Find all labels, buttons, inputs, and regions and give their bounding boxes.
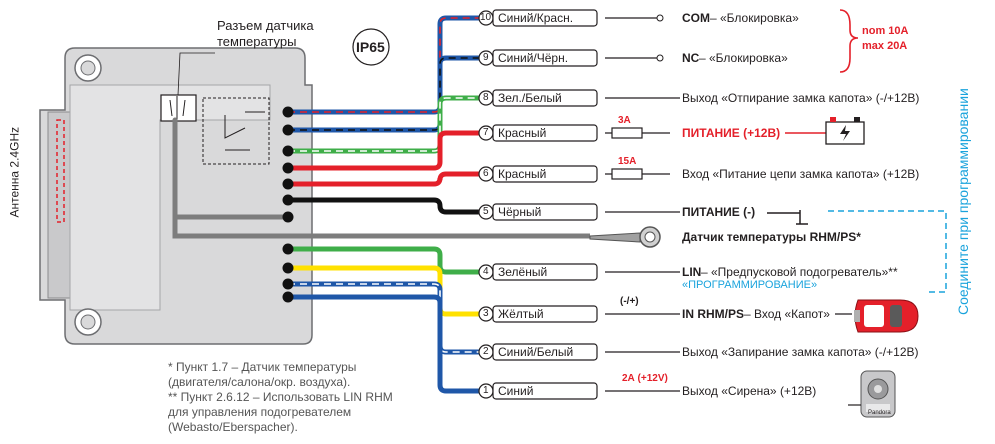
wire-label: Синий: [498, 384, 534, 398]
function-line-6: [605, 168, 670, 180]
function-text-2: «ПРОГРАММИРОВАНИЕ»: [682, 279, 818, 291]
wire-label-tag: [492, 9, 598, 27]
wire-label: Жёлтый: [498, 307, 544, 321]
wire-number: 10: [480, 12, 492, 23]
antenna-label: Антенна 2.4GHz: [7, 126, 22, 218]
wire-label: Чёрный: [498, 205, 542, 219]
function-text: ПИТАНИЕ (-): [682, 205, 756, 219]
wire-label: Синий/Красн.: [498, 11, 574, 25]
wires: [172, 9, 598, 400]
wire-number: 6: [483, 168, 489, 179]
function-line-9: [605, 54, 664, 62]
function-text: Выход «Запирание замка капота» (-/+12В): [682, 345, 919, 359]
wire-label: Синий/Чёрн.: [498, 51, 569, 65]
wire-number: 9: [483, 52, 489, 63]
function-name: COM: [682, 11, 710, 25]
wire-number: 2: [483, 346, 489, 357]
function-detail: – «Блокировка»: [699, 51, 788, 65]
wire-number: 4: [483, 266, 489, 277]
wire-label-tag: [492, 49, 598, 67]
function-line-10: [605, 14, 664, 22]
function-lines: [605, 14, 852, 392]
wire-label: Красный: [498, 126, 547, 140]
wire-6: [282, 165, 598, 190]
fuse: [611, 168, 643, 180]
function-name: NC: [682, 51, 700, 65]
footnote-line-3: ** Пункт 2.6.12 – Использовать LIN RHM: [168, 390, 393, 404]
wire-number: 5: [483, 206, 489, 217]
ip65-badge: [352, 28, 390, 66]
relay-max: max 20A: [862, 40, 908, 52]
wire-8: [282, 89, 598, 157]
wire-1: [282, 291, 598, 400]
wire-label-tag: [492, 124, 598, 142]
wire-10: [282, 9, 598, 118]
wire-note: (-/+): [620, 296, 639, 307]
wire-label: Красный: [498, 167, 547, 181]
function-name: IN RHM/PS: [682, 307, 745, 321]
siren-brand: Pandora: [868, 410, 891, 416]
wire-label: Зелёный: [498, 265, 548, 279]
wire-number: 3: [483, 308, 489, 319]
wire-label: Зел./Белый: [498, 91, 562, 105]
wire-4: [282, 243, 598, 281]
wire-label-tag: [492, 343, 598, 361]
sensor-function: Датчик температуры RHM/PS*: [682, 230, 861, 244]
antenna-element: [56, 119, 65, 223]
wire-5: [282, 194, 598, 221]
relay-bracket: [839, 9, 859, 73]
wire-label-tag: [492, 165, 598, 183]
footnote-line-2: (двигателя/салона/окр. воздуха).: [168, 375, 351, 389]
footnote-line-1: * Пункт 1.7 – Датчик температуры: [168, 360, 357, 374]
temp-sensor-connector: [160, 94, 197, 122]
function-detail: – Вход «Капот»: [744, 307, 830, 321]
programming-note: Соедините при программировании: [955, 88, 971, 315]
fuse-rating: 15A: [618, 156, 637, 167]
footnote-line-5: (Webasto/Eberspacher).: [168, 420, 298, 434]
wire-number: 7: [483, 127, 489, 138]
footnote-line-4: для управления подогревателем: [168, 405, 352, 419]
wire-label-tag: [492, 89, 598, 107]
function-detail: – «Блокировка»: [710, 11, 799, 25]
wire-number: 8: [483, 92, 489, 103]
siren-icon: [848, 370, 896, 418]
ip65-text: IP65: [356, 39, 385, 55]
wire-label-tag: [492, 203, 598, 221]
function-name: LIN: [682, 265, 702, 279]
function-text: ПИТАНИЕ (+12В): [682, 126, 781, 140]
relay-box: [202, 97, 270, 165]
wire-label-tag: [492, 305, 598, 323]
car-icon: [854, 299, 919, 333]
connector-label-2: температуры: [217, 34, 297, 49]
fuse-rating: 3A: [618, 115, 631, 126]
wire-note: 2А (+12V): [622, 373, 668, 384]
function-text: Выход «Отпирание замка капота» (-/+12В): [682, 91, 920, 105]
function-text: Вход «Питание цепи замка капота» (+12В): [682, 167, 920, 181]
function-line-7: [605, 127, 826, 139]
function-text: Выход «Сирена» (+12В): [682, 384, 817, 398]
connector-leader: [177, 52, 215, 96]
wire-7: [282, 124, 598, 174]
function-detail: – «Предпусковой подогреватель»**: [701, 265, 898, 279]
temperature-sensor-lug: [589, 226, 661, 248]
ground-icon: [767, 210, 808, 225]
wire-number: 1: [483, 385, 489, 396]
wire-label-tag: [492, 382, 598, 400]
fuse: [611, 127, 643, 139]
wire-sensor: [172, 117, 590, 239]
wire-label-tag: [492, 263, 598, 281]
wire-label: Синий/Белый: [498, 345, 574, 359]
connector-label-1: Разъем датчика: [217, 18, 314, 33]
battery-icon: [825, 117, 865, 145]
wire-9: [282, 49, 598, 136]
programming-bracket: [828, 210, 947, 293]
relay-nom: nom 10A: [862, 25, 909, 37]
